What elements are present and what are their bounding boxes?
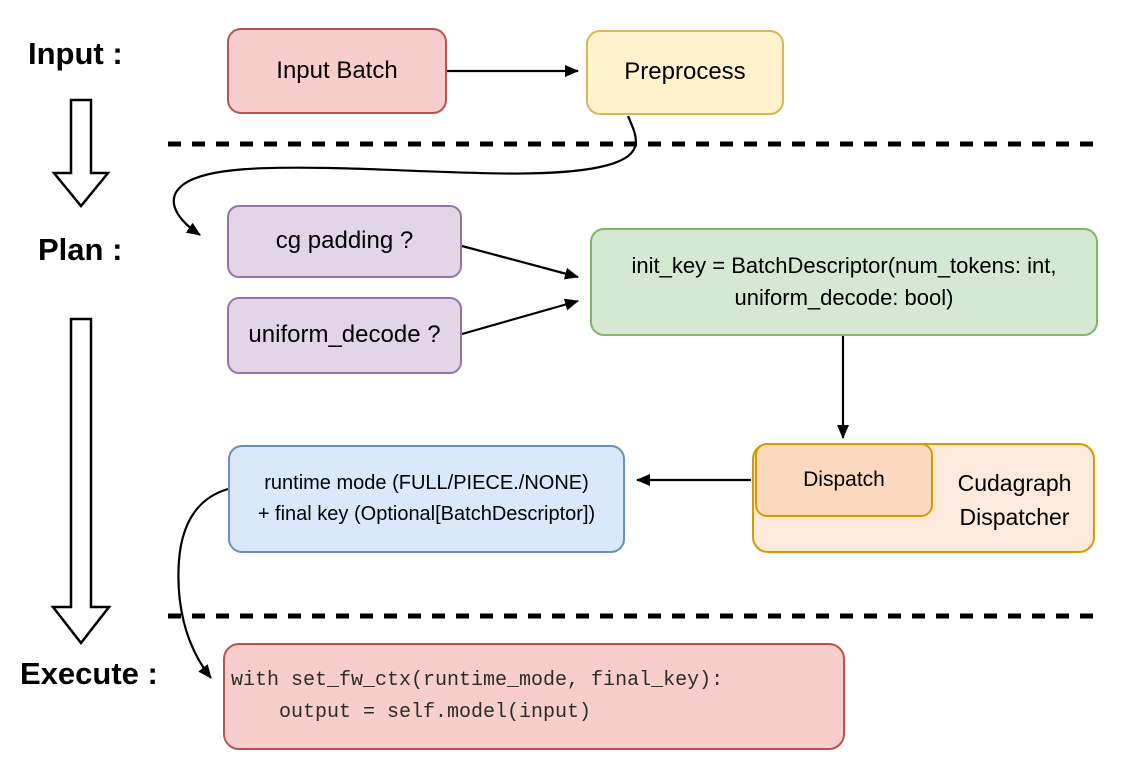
stage-arrow-plan-to-execute: [50, 317, 112, 646]
node-preprocess-label: Preprocess: [624, 58, 746, 86]
node-execute-code: with set_fw_ctx(runtime_mode, final_key)…: [223, 643, 845, 750]
stage-label-plan: Plan :: [38, 232, 123, 267]
node-cg-padding-label: cg padding ?: [275, 227, 414, 255]
node-cudagraph-dispatcher-label: Cudagraph Dispatcher: [932, 445, 1097, 555]
execute-code-line1: with set_fw_ctx(runtime_mode, final_key)…: [231, 668, 724, 692]
edge-uniformdecode-initkey: [461, 298, 579, 336]
node-cg-padding: cg padding ?: [227, 205, 462, 278]
node-cudagraph-dispatcher-line1: Cudagraph: [957, 470, 1072, 496]
node-cudagraph-dispatcher-line2: Dispatcher: [959, 504, 1070, 530]
node-init-key: init_key = BatchDescriptor(num_tokens: i…: [590, 228, 1098, 336]
edge-cgpadding-initkey: [461, 244, 579, 280]
node-input-batch-label: Input Batch: [276, 56, 398, 84]
edge-runtimemode-executecode: [177, 487, 229, 679]
edge-preprocess-cgpadding: [172, 115, 637, 236]
node-input-batch: Input Batch: [227, 28, 447, 114]
node-runtime-mode-line2: + final key (Optional[BatchDescriptor]): [257, 503, 596, 525]
node-uniform-decode: uniform_decode ?: [227, 297, 462, 374]
node-dispatch: Dispatch: [755, 443, 933, 517]
stage-label-execute: Execute :: [20, 656, 158, 691]
node-init-key-line1: init_key = BatchDescriptor(num_tokens: i…: [631, 253, 1057, 278]
stage-label-input: Input :: [28, 36, 123, 71]
node-runtime-mode-line1: runtime mode (FULL/PIECE./NONE): [264, 472, 589, 494]
node-runtime-mode: runtime mode (FULL/PIECE./NONE) + final …: [228, 445, 625, 553]
node-preprocess: Preprocess: [586, 30, 784, 115]
node-dispatch-label: Dispatch: [803, 467, 885, 491]
execute-code-line2: output = self.model(input): [231, 700, 592, 724]
node-uniform-decode-label: uniform_decode ?: [248, 321, 441, 349]
stage-arrow-input-to-plan: [51, 98, 111, 208]
node-init-key-line2: uniform_decode: bool): [734, 285, 954, 310]
